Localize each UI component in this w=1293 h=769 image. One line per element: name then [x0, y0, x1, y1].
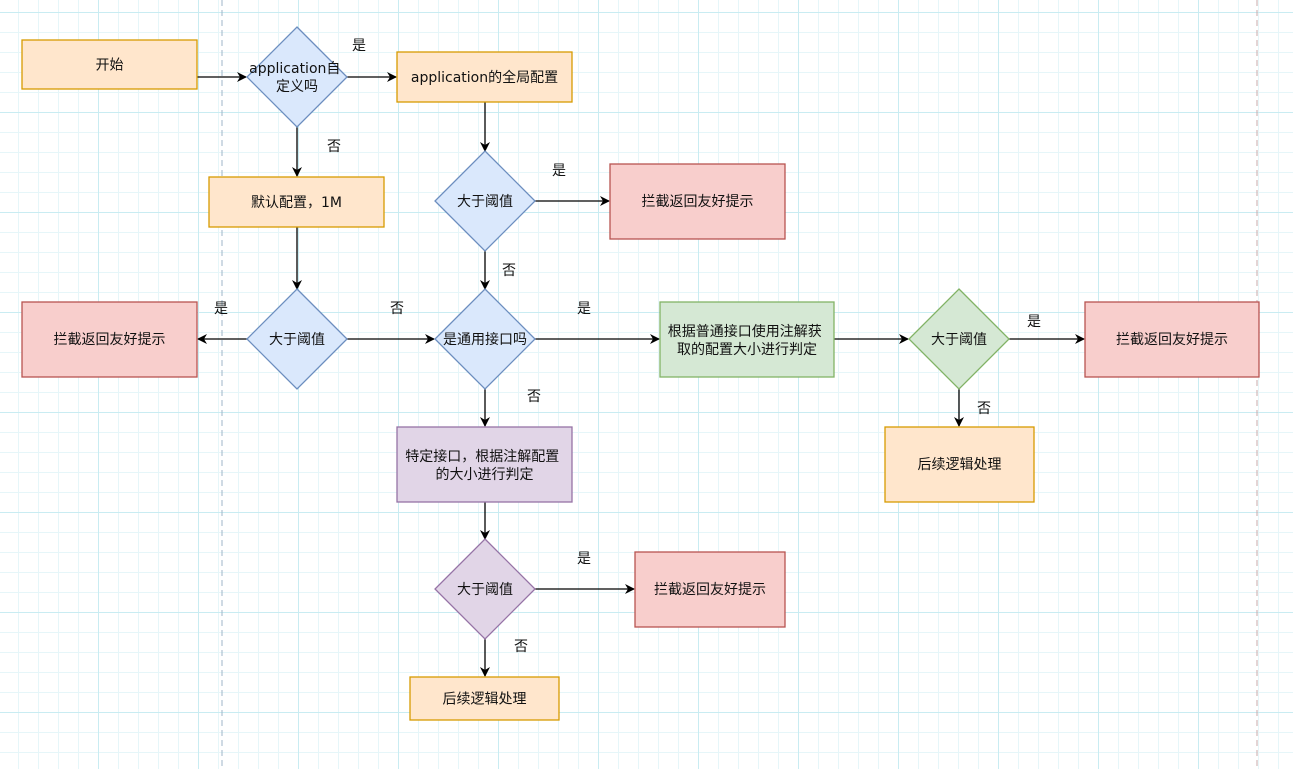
- label-no-common: 否: [527, 389, 541, 405]
- node-followup-2: 后续逻辑处理: [409, 676, 560, 721]
- node-custom-line2: 定义吗: [276, 79, 318, 95]
- svg-text:根据普通接口使用注解获 取的配置大小进行判定: 根据普通接口使用注解获 取的配置大小进行判定: [668, 323, 826, 358]
- label-no-threshold-default: 否: [390, 301, 404, 317]
- node-threshold-common-text: 大于阈值: [931, 332, 987, 348]
- node-intercept-1: 拦截返回友好提示: [609, 163, 786, 240]
- node-global-config: application的全局配置: [396, 51, 573, 103]
- node-followup-2-text: 后续逻辑处理: [443, 691, 527, 708]
- label-no-custom: 否: [327, 139, 341, 155]
- node-special-proc-line1: 特定接口，根据注解配置: [405, 448, 559, 465]
- node-special-proc-line2: 的大小进行判定: [436, 467, 534, 483]
- node-intercept-2-text: 拦截返回友好提示: [54, 332, 166, 348]
- node-intercept-3-text: 拦截返回友好提示: [1116, 332, 1228, 348]
- node-start: 开始: [21, 39, 198, 90]
- node-followup-1-text: 后续逻辑处理: [918, 456, 1002, 473]
- node-threshold-default: 大于阈值: [246, 288, 348, 390]
- label-no-threshold-global: 否: [502, 263, 516, 279]
- label-no-threshold-special: 否: [514, 639, 528, 655]
- node-intercept-1-text: 拦截返回友好提示: [642, 194, 754, 210]
- node-threshold-special: 大于阈值: [434, 538, 536, 640]
- node-special-api-process: 特定接口，根据注解配置 的大小进行判定: [396, 426, 573, 503]
- node-common-api-text: 是通用接口吗: [443, 331, 527, 348]
- node-common-proc-line2: 取的配置大小进行判定: [677, 342, 817, 358]
- label-yes-threshold-default: 是: [214, 301, 228, 317]
- node-threshold-common: 大于阈值: [908, 288, 1010, 390]
- node-common-api-process: 根据普通接口使用注解获 取的配置大小进行判定: [659, 301, 835, 378]
- node-common-proc-line1: 根据普通接口使用注解获: [668, 323, 822, 340]
- node-threshold-global: 大于阈值: [434, 150, 536, 252]
- node-followup-1: 后续逻辑处理: [884, 426, 1035, 503]
- edge-labels: 是 否 是 否 是 否 是 否 是 否 是 否: [214, 38, 1041, 655]
- node-threshold-global-text: 大于阈值: [457, 194, 513, 210]
- node-common-api-decision: 是通用接口吗: [434, 288, 536, 390]
- node-global-config-text: application的全局配置: [411, 69, 558, 86]
- node-intercept-2: 拦截返回友好提示: [21, 301, 198, 378]
- svg-text:application自 定义吗: application自 定义吗: [249, 61, 345, 95]
- node-intercept-3: 拦截返回友好提示: [1084, 301, 1260, 378]
- label-yes-common: 是: [577, 301, 591, 317]
- label-yes-threshold-common: 是: [1027, 314, 1041, 330]
- node-custom-decision: application自 定义吗: [246, 26, 348, 128]
- label-no-threshold-common: 否: [977, 401, 991, 417]
- label-yes-threshold-special: 是: [577, 551, 591, 567]
- node-default-config: 默认配置，1M: [208, 176, 385, 228]
- node-custom-line1: application自: [249, 61, 340, 77]
- node-intercept-4: 拦截返回友好提示: [634, 551, 786, 628]
- label-yes-threshold-global: 是: [552, 163, 566, 179]
- node-default-config-text: 默认配置，1M: [251, 195, 342, 211]
- node-intercept-4-text: 拦截返回友好提示: [654, 582, 766, 598]
- node-threshold-special-text: 大于阈值: [457, 582, 513, 598]
- svg-text:特定接口，根据注解配置 的大小进行判定: 特定接口，根据注解配置 的大小进行判定: [405, 448, 563, 483]
- edges: [197, 72, 1085, 677]
- label-yes-custom: 是: [352, 38, 366, 54]
- node-start-text: 开始: [96, 58, 124, 74]
- node-threshold-default-text: 大于阈值: [269, 332, 325, 348]
